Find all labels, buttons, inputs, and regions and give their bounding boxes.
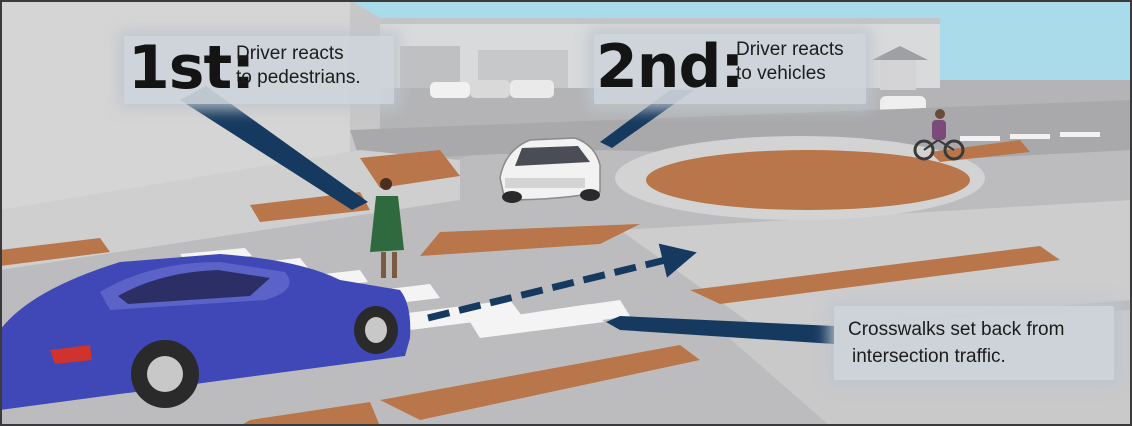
callout-crosswalk-line1: Crosswalks set back from — [848, 316, 1064, 343]
callout-first-text: Driver reacts to pedestrians. — [236, 42, 361, 90]
central-island — [615, 136, 985, 220]
callout-crosswalk-line2: intersection traffic. — [848, 343, 1064, 370]
callout-second-line2: to vehicles — [736, 62, 844, 86]
callout-first: 1st: Driver reacts to pedestrians. — [124, 36, 394, 104]
callout-second: 2nd: Driver reacts to vehicles — [594, 34, 866, 104]
callout-second-line1: Driver reacts — [736, 38, 844, 62]
callout-crosswalk-text: Crosswalks set back from intersection tr… — [848, 316, 1064, 370]
callout-second-text: Driver reacts to vehicles — [736, 38, 844, 86]
callout-crosswalk: Crosswalks set back from intersection tr… — [834, 306, 1114, 380]
callout-first-line2: to pedestrians. — [236, 66, 361, 90]
callout-second-ordinal: 2nd: — [596, 30, 743, 104]
callout-first-line1: Driver reacts — [236, 42, 361, 66]
